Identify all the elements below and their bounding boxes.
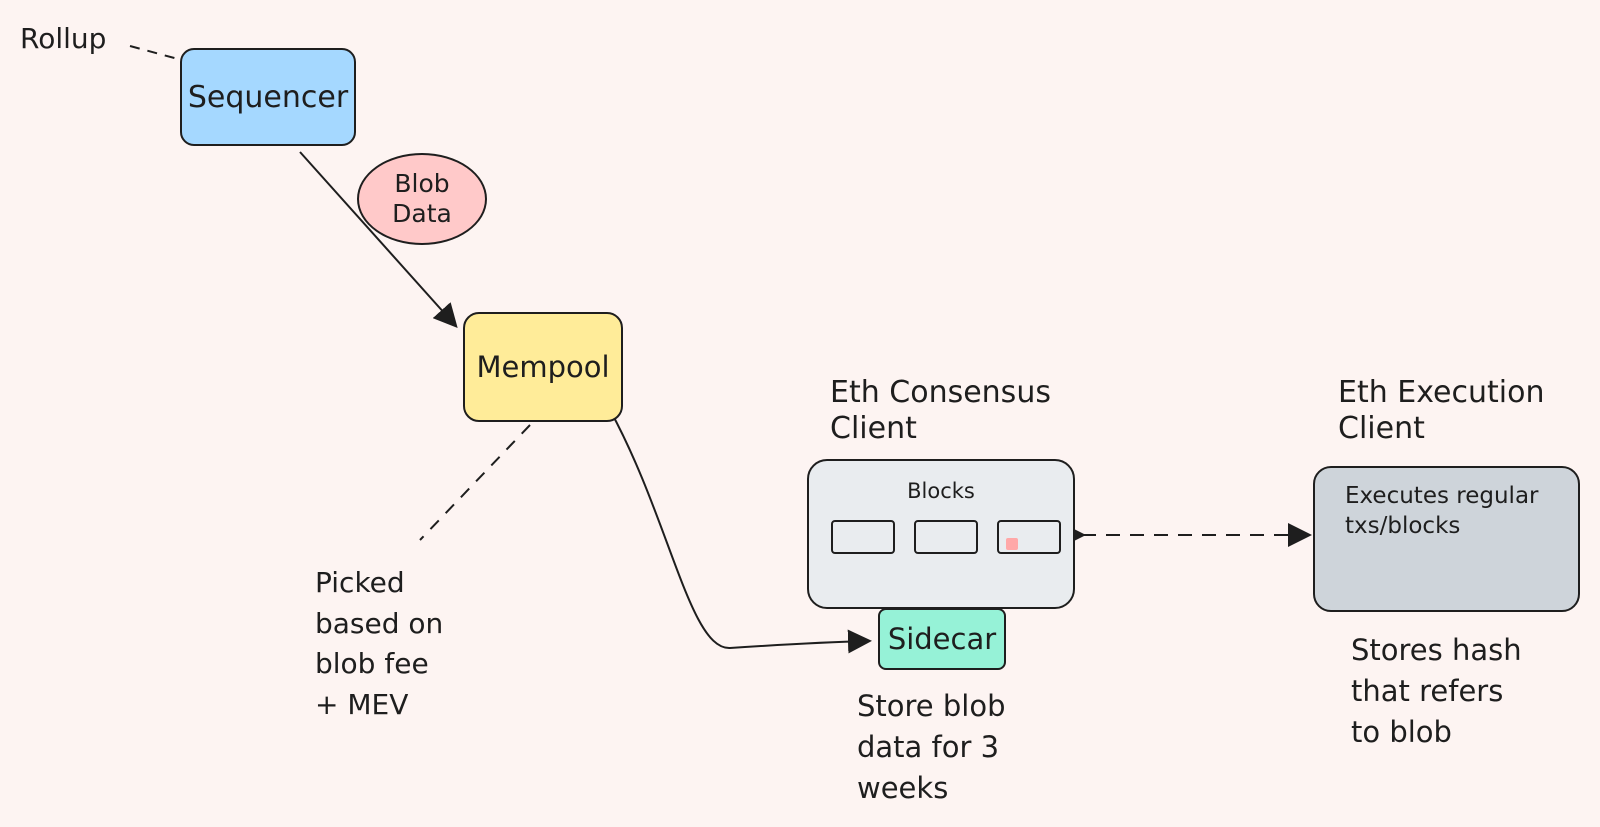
- blocks-label: Blocks: [907, 479, 975, 503]
- mempool-to-sidecar-arrow: [609, 409, 872, 654]
- sequencer-box[interactable]: Sequencer: [180, 48, 356, 146]
- sequencer-to-mempool-arrow: [299, 151, 458, 328]
- execution-note: Stores hash that refers to blob: [1351, 633, 1522, 750]
- blob-data-ellipse[interactable]: Blob Data: [357, 153, 487, 245]
- consensus-client-title: Eth Consensus Client: [830, 375, 1051, 446]
- sidecar-note: Store blob data for 3 weeks: [857, 689, 1006, 806]
- mempool-box[interactable]: Mempool: [463, 312, 623, 422]
- blob-data-label: Blob Data: [392, 169, 452, 228]
- block-2[interactable]: [914, 520, 978, 554]
- mempool-note: Picked based on blob fee + MEV: [315, 566, 444, 721]
- sequencer-label: Sequencer: [187, 79, 349, 115]
- mempool-label: Mempool: [476, 350, 610, 384]
- execution-client-box[interactable]: Executes regular txs/blocks: [1313, 466, 1580, 612]
- block-1[interactable]: [831, 520, 895, 554]
- mempool-note-connector: [419, 424, 531, 541]
- rollup-connector: [129, 45, 179, 60]
- block-3-marker: [1006, 538, 1018, 550]
- execution-client-text: Executes regular txs/blocks: [1345, 483, 1539, 539]
- sidecar-box[interactable]: Sidecar: [878, 608, 1006, 670]
- rollup-label: Rollup: [20, 22, 107, 55]
- sidecar-label: Sidecar: [887, 622, 997, 656]
- execution-client-title: Eth Execution Client: [1338, 375, 1545, 446]
